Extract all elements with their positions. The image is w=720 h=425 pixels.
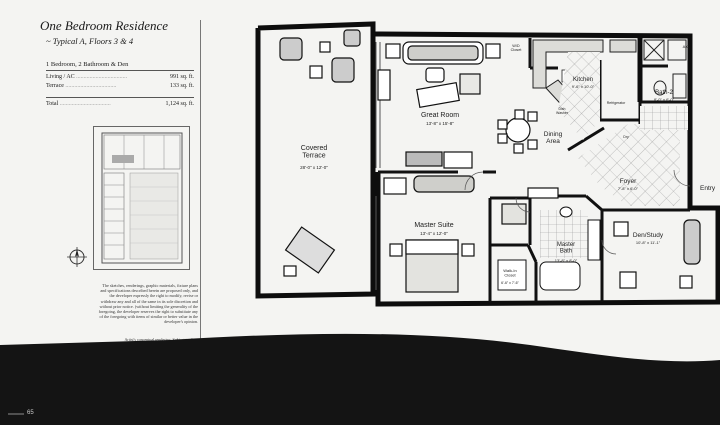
building-key-plan <box>93 126 190 270</box>
room-label-bath-2: Bath-2 <box>655 90 673 96</box>
label-line: Area <box>546 138 560 145</box>
info-column: One Bedroom Residence ~ Typical A, Floor… <box>0 0 228 345</box>
entry-label: Entry <box>700 185 716 192</box>
room-dims-foyer: 7'-8" x 6'-0" <box>618 186 639 191</box>
room-label-ac: A/C <box>683 44 690 49</box>
room-dims-den: 10'-8" x 11'-1" <box>636 240 661 245</box>
area-row-value: 133 sq. ft. <box>170 83 194 89</box>
area-row: Terrace 133 sq. ft. <box>46 82 194 91</box>
label-line: Closet <box>511 48 523 52</box>
room-dims-closet: 6'-6" x 7'-6" <box>501 281 519 285</box>
room-label-master-suite: Master Suite <box>414 222 453 229</box>
area-total-row: Total 1,124 sq. ft. <box>46 97 194 109</box>
area-row-value: 991 sq. ft. <box>170 74 194 80</box>
key-plan-drawing <box>101 132 183 264</box>
rendering-note: Artist's conceptual rendering. Subject t… <box>124 337 202 342</box>
legal-disclaimer: The sketches, renderings, graphic materi… <box>98 283 198 325</box>
room-label-refrigerator: Refrigerator <box>607 101 626 105</box>
room-label-den: Den/Study <box>633 232 664 239</box>
label-line: Terrace <box>302 153 325 160</box>
room-label-kitchen: Kitchen <box>573 77 593 83</box>
room-dims-bath-2: 8'-0" x 6'-0" <box>654 97 675 102</box>
room-dims-great-room: 13'-8" x 15'-8" <box>426 121 454 126</box>
label-line: Washer <box>556 111 569 115</box>
column-divider <box>200 20 201 340</box>
room-dims-kitchen: 9'-6" x 10'-0" <box>572 84 595 89</box>
area-row-label: Living / AC <box>46 73 127 82</box>
area-total-label: Total <box>46 100 111 109</box>
room-label-foyer: Foyer <box>620 178 637 185</box>
area-row-label: Terrace <box>46 82 116 91</box>
residence-subtitle: ~ Typical A, Floors 3 & 4 <box>46 36 134 46</box>
room-label-dry: Dry <box>623 135 629 139</box>
label-line: Bath <box>560 249 572 255</box>
label-line: Closet <box>504 272 516 277</box>
page-number: 65 <box>27 410 34 416</box>
area-total-value: 1,124 sq. ft. <box>165 101 195 107</box>
room-dims-terrace: 28'-0" x 12'-0" <box>300 165 328 170</box>
room-dims-master-bath: 13'-8" x 8'-0" <box>555 258 578 263</box>
room-dims-master-suite: 13'-4" x 12'-0" <box>420 231 448 236</box>
north-arrow-icon <box>66 246 88 273</box>
residence-title: One Bedroom Residence <box>40 18 169 33</box>
area-row: Living / AC 991 sq. ft. <box>46 73 194 82</box>
area-table-header: 1 Bedroom, 2 Bathroom & Den <box>46 60 194 71</box>
area-table: 1 Bedroom, 2 Bathroom & Den Living / AC … <box>46 60 194 109</box>
room-label-great-room: Great Room <box>421 112 459 119</box>
